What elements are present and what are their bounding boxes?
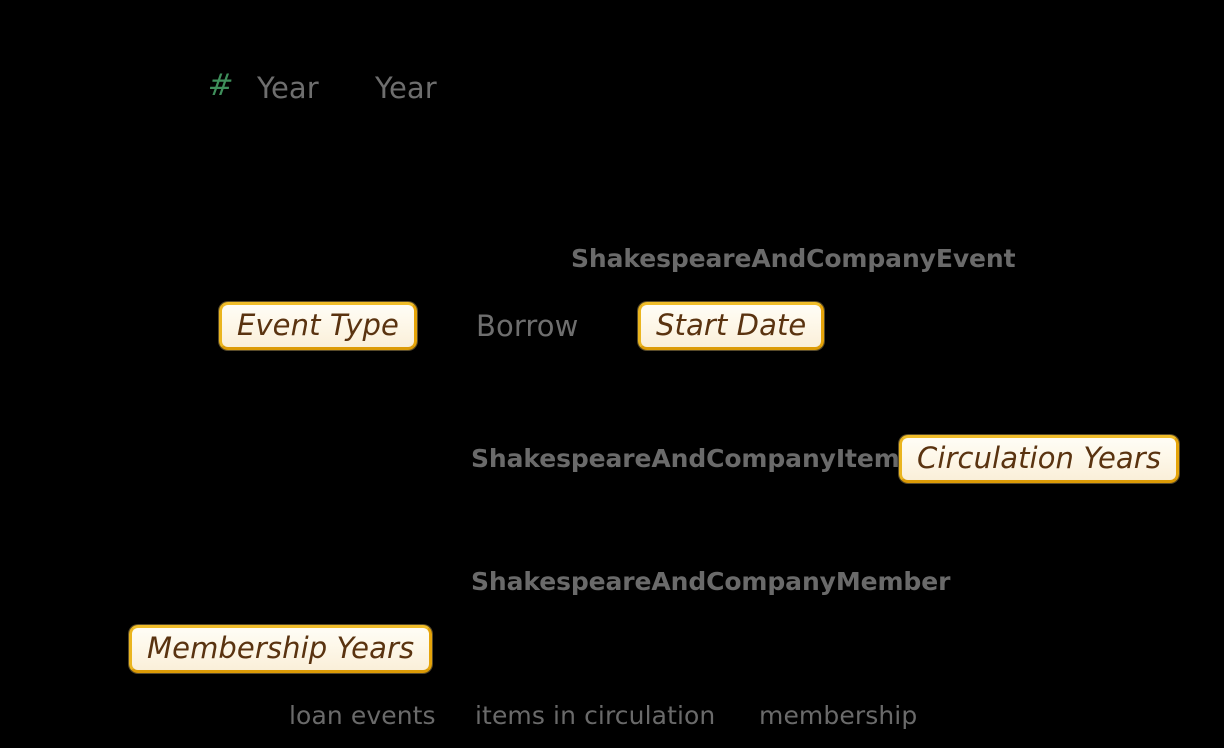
pill-start-date[interactable]: Start Date <box>638 302 825 350</box>
footer-item-loan-events: loan events <box>289 701 436 730</box>
pill-event-type-label: Event Type <box>237 307 399 342</box>
property-pill-circulation-years[interactable]: Circulation Years <box>899 435 1180 483</box>
footer-item-membership: membership <box>759 701 918 730</box>
property-pill-start-date[interactable]: Start Date <box>638 302 825 350</box>
hash-icon: # <box>206 68 236 103</box>
pill-event-type[interactable]: Event Type <box>219 302 417 350</box>
pill-circulation-years-label: Circulation Years <box>917 440 1162 475</box>
footer-item-items-in-circulation: items in circulation <box>475 701 716 730</box>
pill-membership-years[interactable]: Membership Years <box>129 625 433 673</box>
pill-membership-years-label: Membership Years <box>147 630 415 665</box>
property-pill-event-type[interactable]: Event Type <box>219 302 417 350</box>
hash-glyph: # <box>206 68 236 103</box>
property-pill-membership-years[interactable]: Membership Years <box>129 625 433 673</box>
value-label-borrow: Borrow <box>476 309 579 343</box>
entity-label-item: ShakespeareAndCompanyItem <box>471 444 900 473</box>
pill-start-date-label: Start Date <box>656 307 807 342</box>
entity-label-event: ShakespeareAndCompanyEvent <box>571 244 1016 273</box>
entity-label-member: ShakespeareAndCompanyMember <box>471 567 951 596</box>
year-label-right: Year <box>375 71 437 105</box>
pill-circulation-years[interactable]: Circulation Years <box>899 435 1180 483</box>
year-label-left: Year <box>257 71 319 105</box>
